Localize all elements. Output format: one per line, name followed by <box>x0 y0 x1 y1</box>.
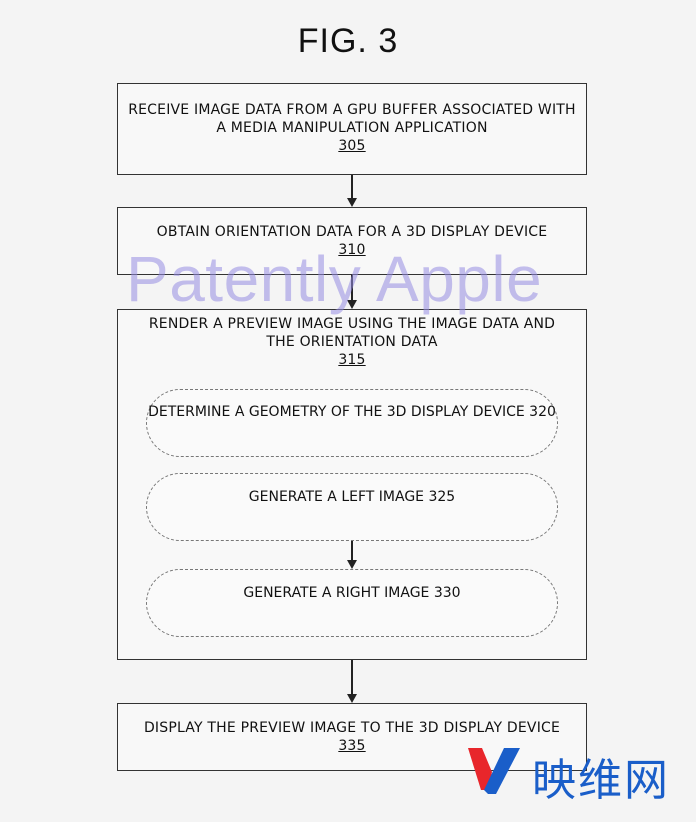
step-315-text: RENDER A PREVIEW IMAGE USING THE IMAGE D… <box>148 316 556 350</box>
step-320-text: DETERMINE A GEOMETRY OF THE 3D DISPLAY D… <box>148 404 525 420</box>
logo-yv-mark-icon <box>468 748 520 794</box>
step-335-text: DISPLAY THE PREVIEW IMAGE TO THE 3D DISP… <box>143 720 561 736</box>
step-325-text: GENERATE A LEFT IMAGE <box>248 489 425 505</box>
arrow-305-310 <box>346 175 358 207</box>
arrow-325-330 <box>346 541 358 569</box>
figure-title: FIG. 3 <box>297 22 399 60</box>
step-335-ref: 335 <box>338 738 366 754</box>
step-310-box: OBTAIN ORIENTATION DATA FOR A 3D DISPLAY… <box>117 207 587 275</box>
step-320-ref: 320 <box>529 404 556 420</box>
step-325-box: GENERATE A LEFT IMAGE 325 <box>146 473 558 541</box>
step-310-text: OBTAIN ORIENTATION DATA FOR A 3D DISPLAY… <box>156 224 548 240</box>
yingwei-logo: 映维网 <box>466 742 681 806</box>
arrow-310-315 <box>346 275 358 309</box>
step-315-ref: 315 <box>338 352 366 368</box>
step-325-ref: 325 <box>428 489 456 505</box>
watermark-text: Patently Apple <box>126 243 543 315</box>
step-305-ref: 305 <box>338 138 366 154</box>
step-330-box: GENERATE A RIGHT IMAGE 330 <box>146 569 558 637</box>
step-305-box: RECEIVE IMAGE DATA FROM A GPU BUFFER ASS… <box>117 83 587 175</box>
step-310-ref: 310 <box>338 242 366 258</box>
step-330-ref: 330 <box>433 585 461 601</box>
step-330-text: GENERATE A RIGHT IMAGE <box>243 585 430 601</box>
step-305-text: RECEIVE IMAGE DATA FROM A GPU BUFFER ASS… <box>128 102 576 136</box>
step-320-box: DETERMINE A GEOMETRY OF THE 3D DISPLAY D… <box>146 389 558 457</box>
logo-text: 映维网 <box>532 755 670 806</box>
arrow-315-335 <box>346 660 358 703</box>
